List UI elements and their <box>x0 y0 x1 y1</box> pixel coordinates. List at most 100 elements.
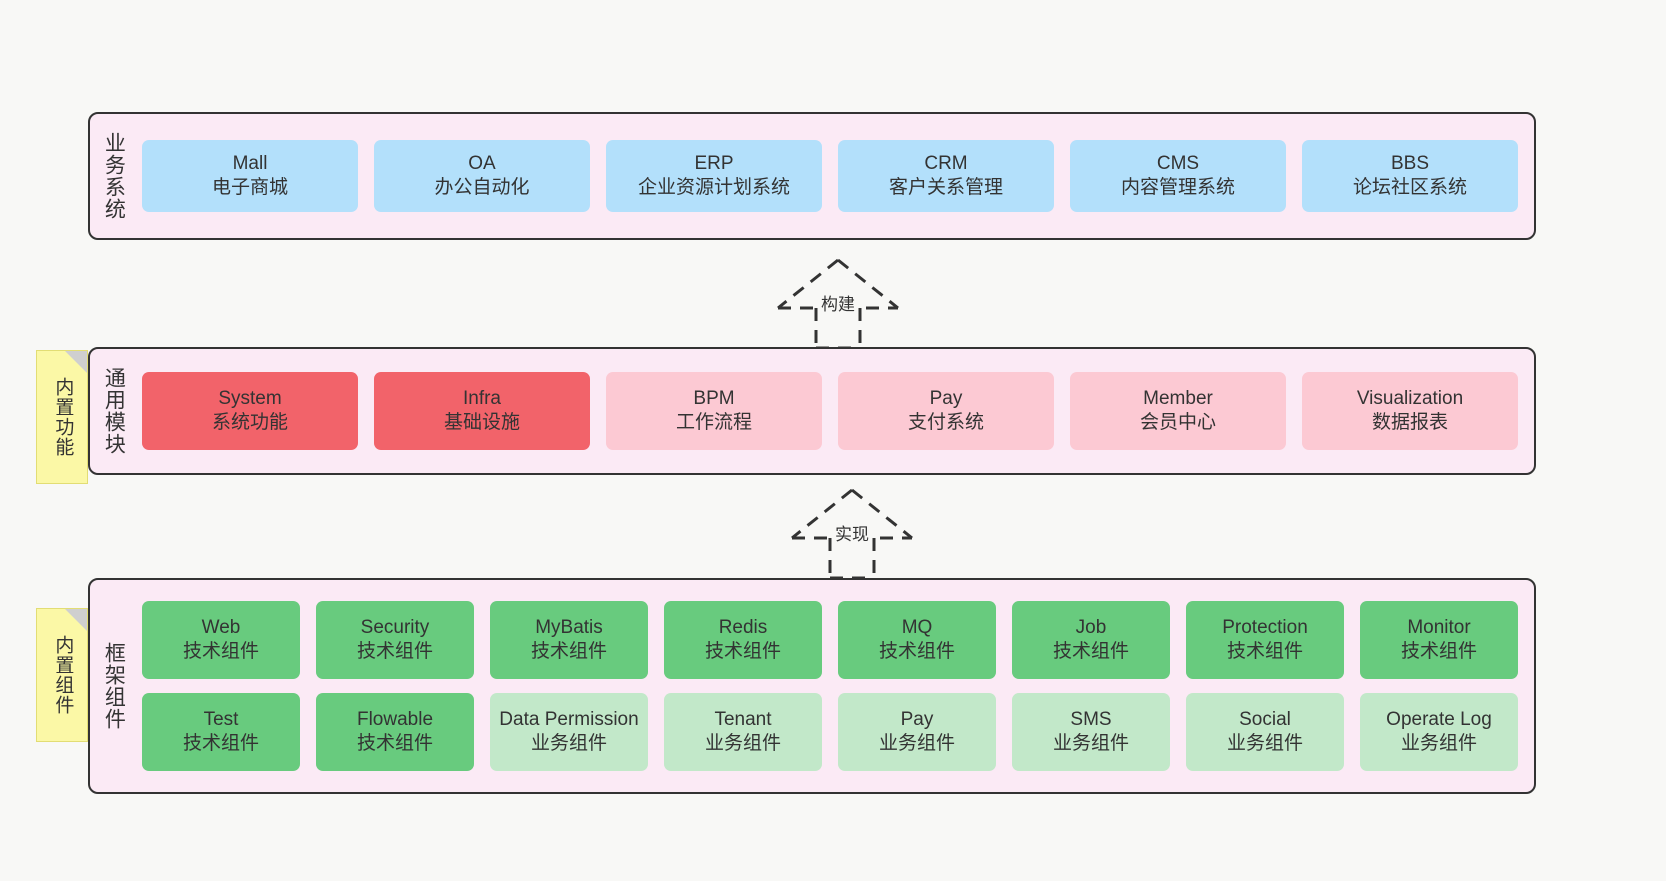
card-title: Monitor <box>1407 617 1471 639</box>
connector-build: 构建 <box>748 252 928 352</box>
card-subtitle: 技术组件 <box>530 641 607 662</box>
card-subtitle: 技术组件 <box>356 733 433 754</box>
card-title: CRM <box>924 153 968 175</box>
card-title: BBS <box>1390 153 1430 175</box>
card-subtitle: 客户关系管理 <box>888 177 1003 198</box>
card-subtitle: 技术组件 <box>1052 641 1129 662</box>
layer-label-framework: 框架组件 <box>102 642 126 730</box>
card-subtitle: 技术组件 <box>704 641 781 662</box>
card-title: Pay <box>929 388 963 410</box>
card-title: Mall <box>232 153 268 175</box>
card-subtitle: 企业资源计划系统 <box>637 177 790 198</box>
connector-implement: 实现 <box>762 482 942 582</box>
card-subtitle: 论坛社区系统 <box>1352 177 1467 198</box>
card-subtitle: 业务组件 <box>704 733 781 754</box>
card-title: System <box>218 388 282 410</box>
connector-implement-label: 实现 <box>832 520 872 545</box>
card-subtitle: 业务组件 <box>1052 733 1129 754</box>
card-subtitle: 技术组件 <box>356 641 433 662</box>
sticky-note-builtin-features-label: 内置功能 <box>52 377 74 457</box>
card-title: OA <box>468 153 496 175</box>
card-subtitle: 业务组件 <box>1226 733 1303 754</box>
card-title: MyBatis <box>535 617 603 639</box>
card-title: Infra <box>462 388 502 410</box>
card-title: Social <box>1239 709 1291 731</box>
card-subtitle: 技术组件 <box>1226 641 1303 662</box>
card-subtitle: 电子商城 <box>211 177 288 198</box>
card-subtitle: 业务组件 <box>878 733 955 754</box>
card-subtitle: 工作流程 <box>675 412 752 433</box>
card-title: Web <box>201 617 241 639</box>
card-title: BPM <box>693 388 735 410</box>
sticky-note-builtin-components: 内置组件 <box>36 608 88 742</box>
card-title: MQ <box>901 617 933 639</box>
layer-label-business: 业务系统 <box>102 132 126 220</box>
card-title: Operate Log <box>1386 709 1492 731</box>
card-title: Security <box>360 617 430 639</box>
card-subtitle: 技术组件 <box>182 733 259 754</box>
card-subtitle: 业务组件 <box>530 733 607 754</box>
card-title: Data Permission <box>499 709 639 731</box>
card-subtitle: 会员中心 <box>1139 412 1216 433</box>
card-subtitle: 基础设施 <box>443 412 520 433</box>
card-title: Visualization <box>1356 388 1464 410</box>
card-title: Flowable <box>356 709 434 731</box>
card-subtitle: 内容管理系统 <box>1120 177 1235 198</box>
card-title: Protection <box>1222 617 1308 639</box>
card-title: Job <box>1075 617 1107 639</box>
card-subtitle: 技术组件 <box>1400 641 1477 662</box>
sticky-note-builtin-components-label: 内置组件 <box>52 635 74 715</box>
connector-build-label: 构建 <box>818 290 858 315</box>
card-title: CMS <box>1156 153 1200 175</box>
card-title: ERP <box>694 153 734 175</box>
card-subtitle: 支付系统 <box>907 412 984 433</box>
card-subtitle: 技术组件 <box>182 641 259 662</box>
card-title: Member <box>1143 388 1213 410</box>
card-subtitle: 技术组件 <box>878 641 955 662</box>
sticky-note-builtin-features: 内置功能 <box>36 350 88 484</box>
card-subtitle: 数据报表 <box>1371 412 1448 433</box>
card-title: SMS <box>1070 709 1112 731</box>
card-title: Tenant <box>714 709 772 731</box>
card-subtitle: 办公自动化 <box>434 177 530 198</box>
card-title: Pay <box>900 709 934 731</box>
